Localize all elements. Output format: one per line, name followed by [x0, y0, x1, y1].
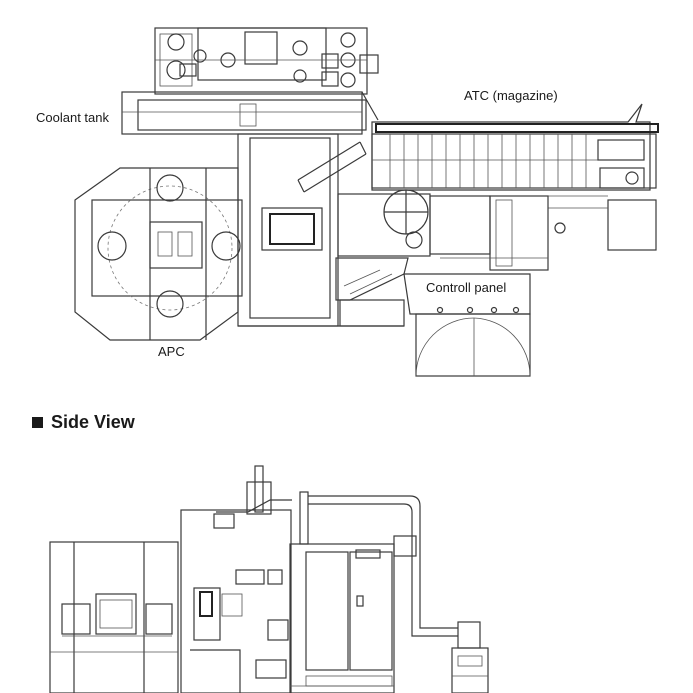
control-panel [403, 273, 531, 377]
side-left-cabinet [49, 541, 179, 693]
side-cabinets [429, 195, 549, 271]
square-bullet-icon [32, 417, 43, 428]
central-machine [237, 133, 431, 327]
side-central-column [180, 465, 292, 693]
coolant-tank-label: Coolant tank [36, 110, 109, 125]
side-duct-unit [308, 495, 489, 693]
apc-unit [74, 167, 243, 341]
atc-magazine-label: ATC (magazine) [464, 88, 558, 103]
side-view-heading: Side View [32, 412, 135, 433]
atc-magazine [371, 103, 659, 251]
upper-cabinet [154, 27, 379, 95]
side-right-cabinet [289, 491, 395, 693]
top-view-drawing [74, 27, 659, 377]
side-view-title: Side View [51, 412, 135, 432]
apc-label: APC [158, 344, 185, 359]
control-panel-label: Controll panel [426, 280, 507, 295]
